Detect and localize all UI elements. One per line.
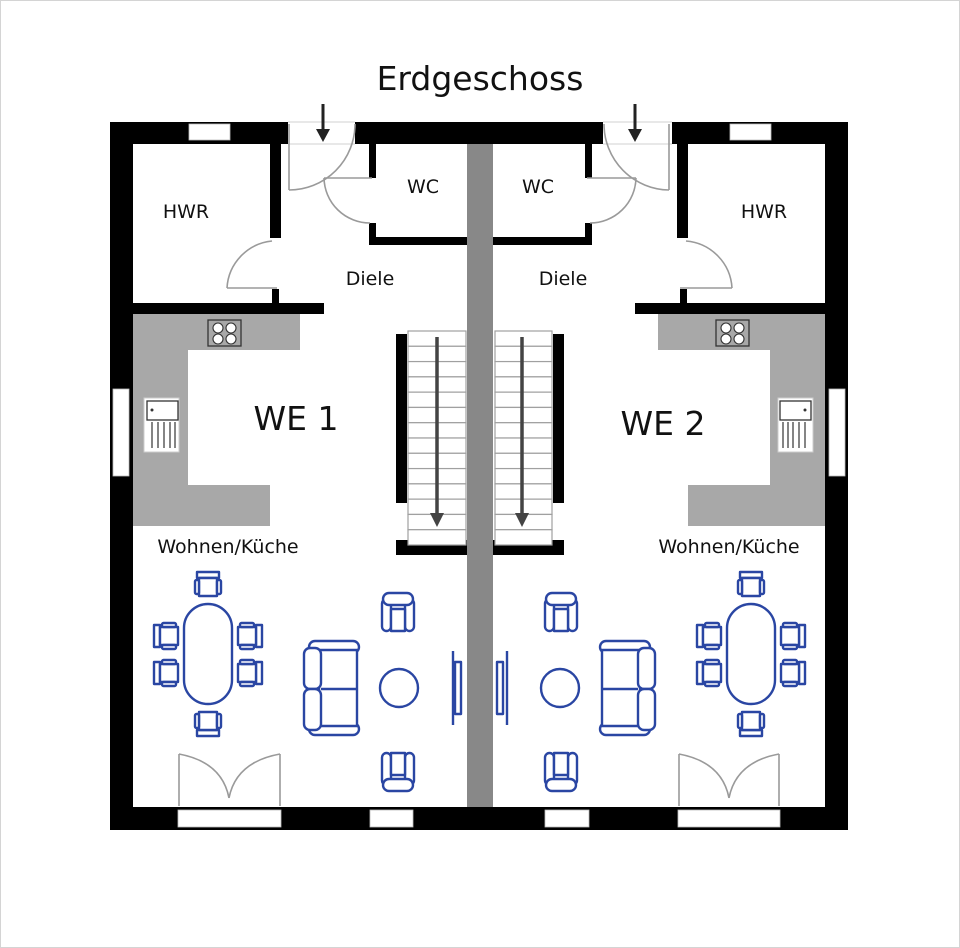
armchair-icon bbox=[380, 751, 416, 793]
chair-icon bbox=[736, 710, 766, 738]
stair-down-arrow-icon bbox=[515, 337, 529, 527]
kitchen-counter-we2 bbox=[658, 314, 825, 526]
sofa-icon bbox=[598, 639, 657, 737]
patio-door-swing-icon[interactable] bbox=[178, 753, 281, 806]
chair-icon bbox=[695, 658, 723, 688]
door-swing-icon[interactable] bbox=[603, 123, 670, 191]
coffee-table-icon bbox=[378, 667, 420, 709]
door-swing-icon[interactable] bbox=[587, 177, 637, 224]
sink-icon bbox=[143, 397, 180, 453]
room-label-diele-we1: Diele bbox=[346, 268, 395, 290]
furniture bbox=[152, 570, 807, 793]
window-icon bbox=[729, 123, 772, 141]
armchair-icon bbox=[380, 591, 416, 633]
door-swing-icon[interactable] bbox=[323, 177, 372, 224]
chair-icon bbox=[736, 570, 766, 598]
window-icon bbox=[112, 388, 130, 477]
staircase-we1[interactable] bbox=[407, 330, 467, 546]
chair-icon bbox=[779, 658, 807, 688]
chair-icon bbox=[236, 658, 264, 688]
cooktop-icon bbox=[207, 319, 242, 347]
party-wall bbox=[467, 143, 493, 807]
patio-door-swing-icon[interactable] bbox=[678, 753, 780, 806]
entry-arrow-icon bbox=[316, 104, 330, 142]
window-icon bbox=[828, 388, 846, 477]
tv-icon bbox=[451, 651, 463, 725]
chair-icon bbox=[193, 710, 223, 738]
room-label-wohnen-kueche-we1: Wohnen/Küche bbox=[157, 536, 298, 558]
unit-label-we1: WE 1 bbox=[254, 399, 339, 438]
chair-icon bbox=[152, 658, 180, 688]
door-swings[interactable] bbox=[178, 123, 780, 806]
window-icon bbox=[544, 809, 590, 828]
coffee-table-icon bbox=[539, 667, 581, 709]
stair-tread bbox=[494, 529, 553, 546]
chair-icon bbox=[193, 570, 223, 598]
unit-label-we2: WE 2 bbox=[621, 404, 706, 443]
cooktop-icon bbox=[715, 319, 750, 347]
door-swing-icon[interactable] bbox=[288, 123, 356, 191]
stair-tread bbox=[407, 529, 467, 546]
armchair-icon bbox=[543, 751, 579, 793]
windows bbox=[112, 123, 846, 828]
kitchen-counter-we1 bbox=[133, 314, 300, 526]
sink-icon bbox=[777, 397, 814, 453]
door-swing-icon[interactable] bbox=[226, 240, 277, 289]
tv-icon bbox=[495, 651, 509, 725]
chair-icon bbox=[779, 621, 807, 651]
stair-down-arrow-icon bbox=[430, 337, 444, 527]
armchair-icon bbox=[543, 591, 579, 633]
window-icon bbox=[177, 809, 282, 828]
room-label-wc-we1: WC bbox=[407, 176, 439, 198]
window-icon bbox=[188, 123, 231, 141]
room-label-hwr-we1: HWR bbox=[163, 201, 209, 223]
dining-table-icon bbox=[725, 602, 777, 706]
window-icon bbox=[677, 809, 781, 828]
chair-icon bbox=[695, 621, 723, 651]
room-label-diele-we2: Diele bbox=[539, 268, 588, 290]
entry-arrow-icon bbox=[628, 104, 642, 142]
sofa-icon bbox=[302, 639, 361, 737]
door-swing-icon[interactable] bbox=[680, 240, 733, 289]
chair-icon bbox=[152, 621, 180, 651]
room-label-wc-we2: WC bbox=[522, 176, 554, 198]
floor-title: Erdgeschoss bbox=[377, 59, 584, 98]
window-icon bbox=[369, 809, 414, 828]
dining-table-icon bbox=[182, 602, 234, 706]
room-labels: HWR WC Diele WE 1 Wohnen/Küche WC HWR Di… bbox=[157, 176, 799, 558]
chair-icon bbox=[236, 621, 264, 651]
room-label-wohnen-kueche-we2: Wohnen/Küche bbox=[658, 536, 799, 558]
room-label-hwr-we2: HWR bbox=[741, 201, 787, 223]
staircase-we2[interactable] bbox=[494, 330, 553, 546]
